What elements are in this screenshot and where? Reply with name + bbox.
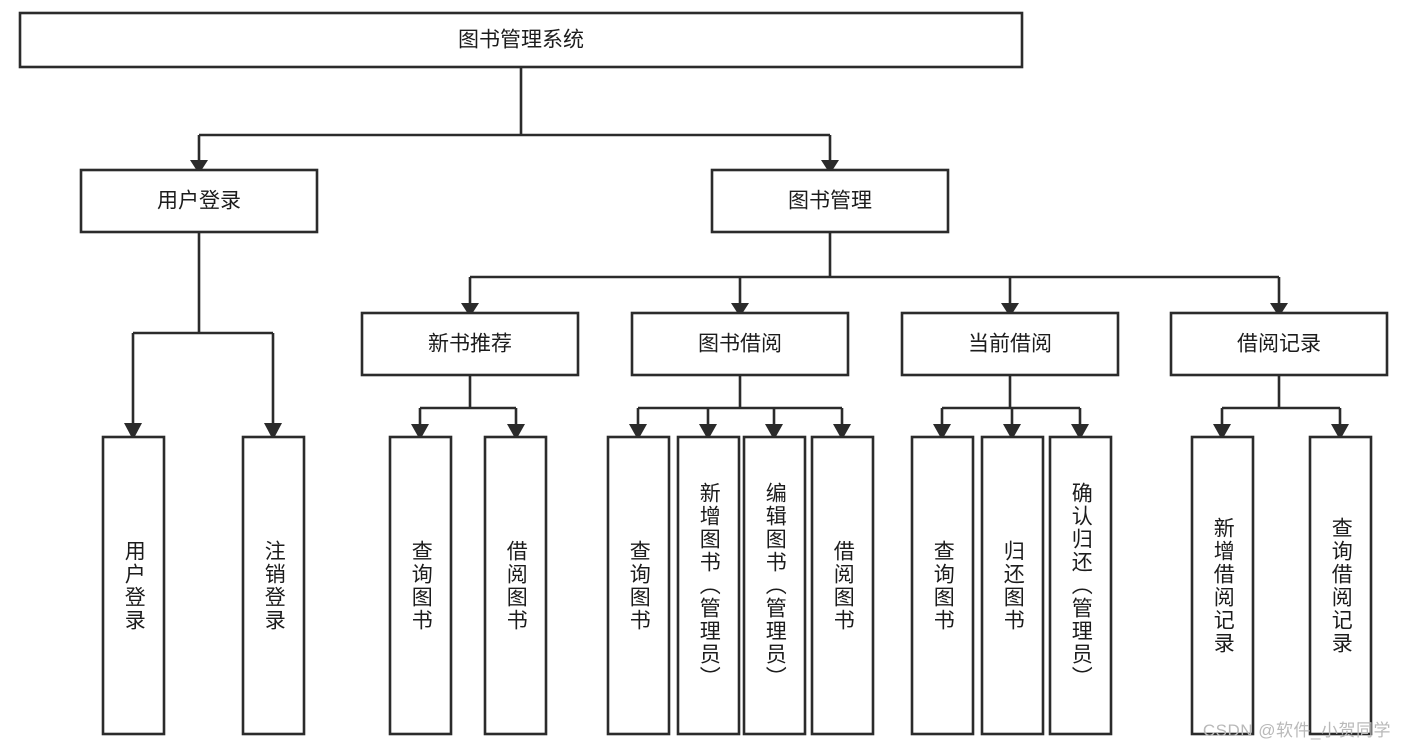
- arrow-head-icon: [1071, 424, 1089, 440]
- leaf-node-box-borrow-book-1[interactable]: [483, 435, 548, 736]
- connectors-layer: [131, 67, 1342, 429]
- arrow-head-icon: [264, 423, 282, 440]
- leaf-node-box-add-book[interactable]: [676, 435, 741, 736]
- arrow-head-icon: [731, 303, 749, 317]
- level2-node-label: 用户登录: [157, 190, 241, 213]
- node-user-login[interactable]: 用户登录: [79, 168, 319, 234]
- arrow-head-icon: [1003, 424, 1021, 440]
- arrow-head-icon: [629, 424, 647, 440]
- node-borrow-records[interactable]: 借阅记录: [1169, 311, 1389, 377]
- arrow-head-icon: [190, 160, 208, 174]
- root-node-box[interactable]: [18, 11, 1024, 69]
- level2-node-box[interactable]: [710, 168, 950, 234]
- leaf-node-box-query-book-3[interactable]: [910, 435, 975, 736]
- leaf-node-box-query-record[interactable]: [1308, 435, 1373, 736]
- leaf-node-box-add-record[interactable]: [1190, 435, 1255, 736]
- leaf-node-box-confirm-return[interactable]: [1048, 435, 1113, 736]
- arrow-head-icon: [411, 424, 429, 440]
- arrow-head-icon: [124, 423, 142, 440]
- connector-current-to-leaves: [940, 375, 1082, 429]
- level3-node-box[interactable]: [1169, 311, 1389, 377]
- connector-userlogin-to-leaves: [131, 232, 275, 429]
- arrow-head-icon: [765, 424, 783, 440]
- leaf-node-box-borrow-book-2[interactable]: [810, 435, 875, 736]
- level2-node-box[interactable]: [79, 168, 319, 234]
- connector-records-to-leaves: [1220, 375, 1342, 429]
- node-book-borrow[interactable]: 图书借阅: [630, 311, 850, 377]
- level3-node-box[interactable]: [630, 311, 850, 377]
- leaf-node-box-query-book-2[interactable]: [606, 435, 671, 736]
- arrow-head-icon: [1001, 303, 1019, 317]
- level3-node-label: 图书借阅: [698, 333, 782, 356]
- leaf-node-box-edit-book[interactable]: [742, 435, 807, 736]
- node-current-borrow[interactable]: 当前借阅: [900, 311, 1120, 377]
- root-node-label: 图书管理系统: [458, 29, 584, 52]
- level3-node-label: 新书推荐: [428, 333, 512, 356]
- leaf-node-box-query-book-1[interactable]: [388, 435, 453, 736]
- leaf-node-box-user-login[interactable]: [101, 435, 166, 736]
- watermark-text: CSDN @软件_小贺同学: [1202, 721, 1391, 740]
- level3-node-label: 借阅记录: [1237, 333, 1321, 356]
- arrow-head-icon: [1213, 424, 1231, 440]
- connector-root-to-level2: [197, 67, 832, 162]
- arrow-head-icon: [461, 303, 479, 317]
- level3-node-box[interactable]: [360, 311, 580, 377]
- leaf-node-box-return-book[interactable]: [980, 435, 1045, 736]
- connector-borrow-to-leaves: [636, 375, 844, 429]
- node-root-system[interactable]: 图书管理系统: [18, 11, 1024, 69]
- leaf-node-box-logout[interactable]: [241, 435, 306, 736]
- arrow-head-icon: [1331, 424, 1349, 440]
- node-new-book-recommend[interactable]: 新书推荐: [360, 311, 580, 377]
- node-book-management[interactable]: 图书管理: [710, 168, 950, 234]
- level3-node-box[interactable]: [900, 311, 1120, 377]
- arrow-head-icon: [507, 424, 525, 440]
- level3-node-label: 当前借阅: [968, 333, 1052, 356]
- arrowheads-layer: [124, 160, 1349, 440]
- leaf-boxes-layer: [101, 435, 1373, 736]
- arrow-head-icon: [833, 424, 851, 440]
- arrow-head-icon: [821, 160, 839, 174]
- arrow-head-icon: [699, 424, 717, 440]
- connector-bookmgmt-to-level3: [468, 232, 1281, 305]
- connector-newbook-to-leaves: [418, 375, 518, 429]
- arrow-head-icon: [1270, 303, 1288, 317]
- level2-node-label: 图书管理: [788, 190, 872, 213]
- arrow-head-icon: [933, 424, 951, 440]
